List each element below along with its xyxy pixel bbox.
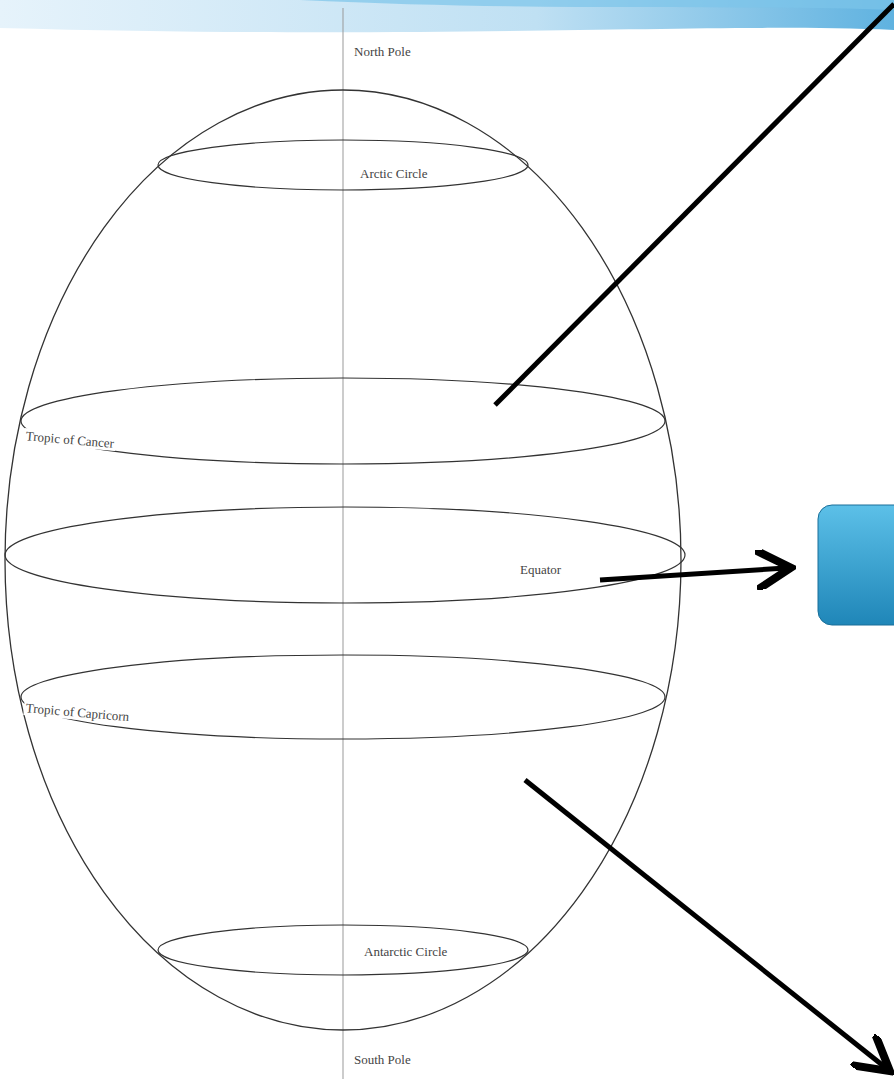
top-banner [300,0,894,10]
latitude-line [5,507,685,603]
pointer-arrow [525,780,886,1068]
latitude-line [21,378,665,464]
latitude-label: North Pole [352,44,413,59]
latitude-label: South Pole [352,1052,413,1067]
pointer-arrow [495,4,894,405]
globe-outline [5,90,681,1030]
latitude-line [158,140,528,190]
axis-line [343,8,344,1079]
latitude-label: Tropic of Cancer [23,428,116,451]
top-banner [0,0,894,32]
latitude-label: Arctic Circle [358,166,430,181]
pointer-arrow [600,568,786,580]
latitude-line [158,925,528,975]
latitude-line [21,655,665,739]
latitude-label: Equator [518,562,563,577]
blue-box [818,505,894,625]
latitude-label: Antarctic Circle [362,944,449,959]
